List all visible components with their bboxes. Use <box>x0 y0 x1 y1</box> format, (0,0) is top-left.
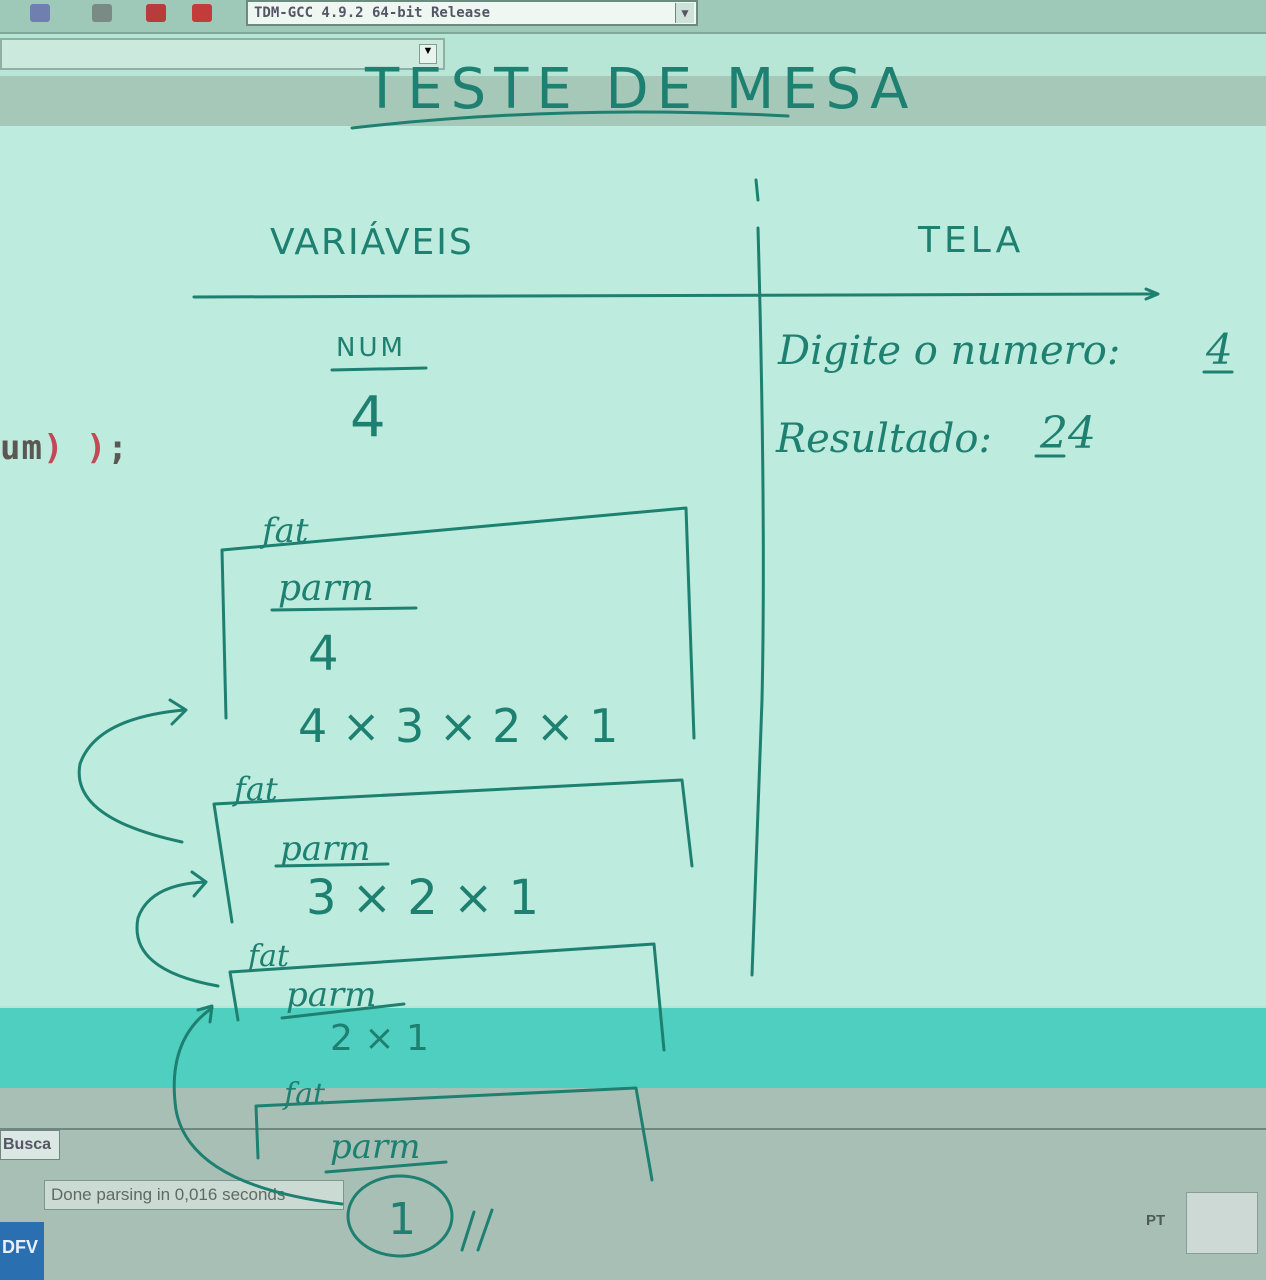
frame-3-param-underline <box>280 1002 406 1020</box>
tab-busca[interactable]: Busca <box>0 1130 60 1160</box>
chart-icon[interactable] <box>146 4 166 22</box>
return-arrow-2 <box>135 870 220 988</box>
frame-1-expression: 4 × 3 × 2 × 1 <box>298 699 618 753</box>
language-indicator[interactable]: PT <box>1146 1212 1166 1229</box>
frame-4-param-underline <box>324 1160 448 1174</box>
frame-1-label: fat <box>259 511 309 551</box>
frame-4-param-label: parm <box>330 1127 421 1167</box>
tools-icon[interactable] <box>92 4 112 22</box>
frame-2-expression: 3 × 2 × 1 <box>306 870 539 926</box>
table-horizontal-divider <box>192 287 1160 301</box>
frame-1-param-value: 4 <box>308 626 339 682</box>
return-value-circle <box>346 1174 454 1258</box>
taskbar-app-button[interactable]: DFV <box>0 1222 44 1280</box>
scope-dropdown[interactable]: ▼ <box>0 38 445 70</box>
stack-frame-4 <box>254 1086 654 1182</box>
screen-result-value: 24 <box>1039 408 1096 459</box>
frame-2-label: fat <box>232 770 278 808</box>
stack-frame-3 <box>228 942 666 1052</box>
num-underline <box>330 366 428 372</box>
return-arrow-3 <box>172 1004 344 1206</box>
num-label: NUM <box>336 333 406 363</box>
frame-1-param-underline <box>270 606 418 612</box>
code-editor[interactable] <box>0 126 1266 1006</box>
return-marks <box>460 1208 494 1252</box>
status-message: Done parsing in 0,016 seconds <box>44 1180 344 1210</box>
chevron-down-icon[interactable]: ▼ <box>675 3 694 23</box>
table-vertical-divider <box>750 178 765 977</box>
num-value: 4 <box>350 385 386 450</box>
frame-3-label: fat <box>246 939 290 974</box>
system-tray[interactable] <box>1186 1192 1258 1254</box>
editor-tab-strip <box>0 76 1266 126</box>
variables-header: VARIÁVEIS <box>270 221 474 263</box>
ide-toolbar: TDM-GCC 4.9.2 64-bit Release ▼ <box>0 0 1266 34</box>
code-line-fragment: um) ); <box>0 428 129 468</box>
frame-2-param-label: parm <box>280 829 371 869</box>
frame-1-param-label: parm <box>278 568 374 609</box>
compiler-label: TDM-GCC 4.9.2 64-bit Release <box>254 5 491 21</box>
screen-result-label: Resultado: <box>775 416 992 462</box>
panel-divider <box>0 1128 1266 1130</box>
undo-icon[interactable] <box>30 4 50 22</box>
debug-icon[interactable] <box>192 4 212 22</box>
frame-4-label: fat <box>282 1077 326 1112</box>
return-arrow-1 <box>77 698 188 844</box>
frame-4-return-value: 1 <box>388 1194 416 1245</box>
frame-3-expression: 2 × 1 <box>330 1018 429 1059</box>
screen-prompt: Digite o numero: <box>777 328 1120 374</box>
stack-frame-1 <box>220 506 696 740</box>
screen-input-value: 4 <box>1205 325 1233 374</box>
screen-header: TELA <box>917 220 1024 261</box>
chevron-down-icon[interactable]: ▼ <box>419 44 437 64</box>
stack-frame-2 <box>212 778 694 924</box>
title-underline <box>350 110 790 130</box>
compiler-select[interactable]: TDM-GCC 4.9.2 64-bit Release ▼ <box>246 0 698 26</box>
frame-2-param-underline <box>274 862 390 868</box>
